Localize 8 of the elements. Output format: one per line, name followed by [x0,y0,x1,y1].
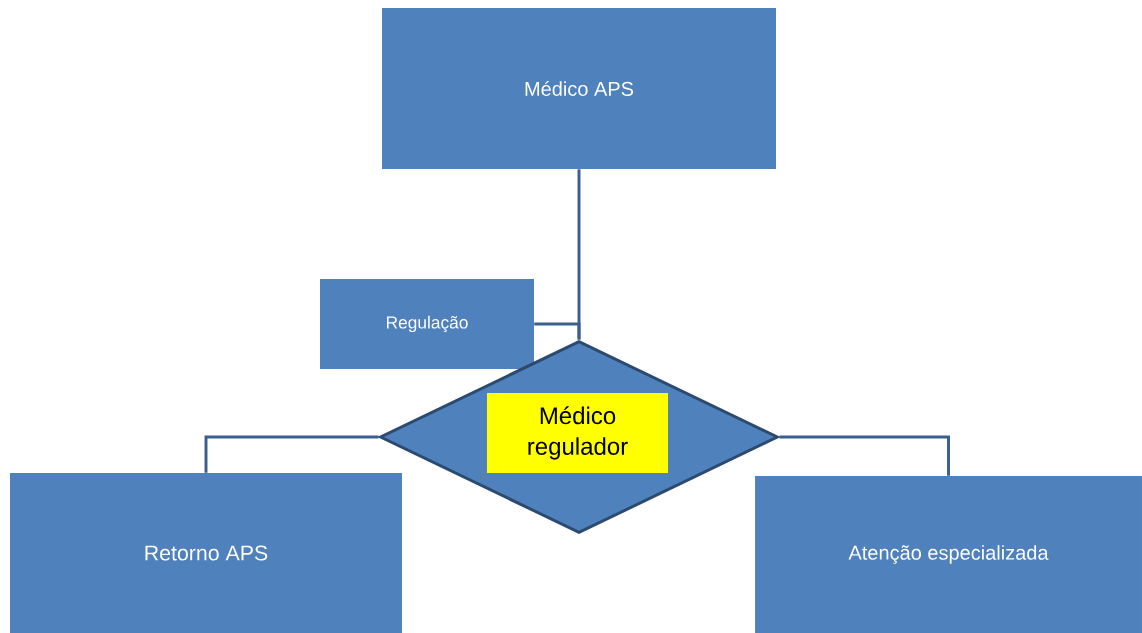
process-box: Regulação [320,279,534,369]
highlight-box: Médico regulador [487,393,669,473]
process-box: Retorno APS [10,473,402,633]
connector-line [534,322,581,340]
process-box: Atenção especializada [755,475,1142,633]
connector-line [204,435,379,473]
process-box: Médico APS [382,7,776,170]
connector-line [779,435,950,476]
